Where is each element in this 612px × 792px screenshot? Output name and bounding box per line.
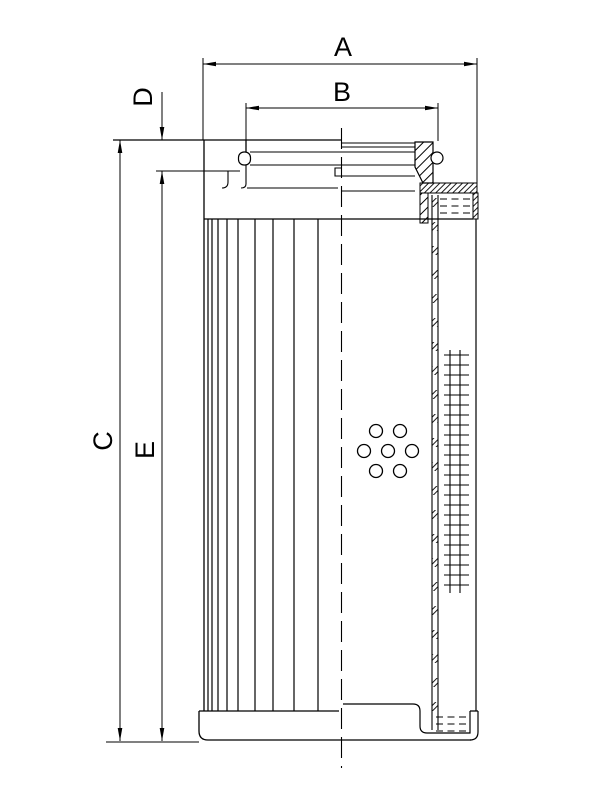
arrow-b-right — [425, 105, 438, 111]
arrow-d-down — [159, 127, 165, 140]
arrow-e-top — [159, 171, 165, 184]
arrow-e-bottom — [159, 728, 165, 741]
dim-label-e: E — [130, 441, 160, 459]
dimension-labels: A B C D E — [88, 32, 352, 459]
arrow-c-top — [117, 140, 123, 153]
dim-label-d: D — [128, 87, 158, 107]
dim-label-b: B — [333, 77, 351, 107]
hole — [380, 443, 396, 459]
cap-detail-lines — [221, 142, 415, 192]
bypass-holes — [356, 423, 420, 479]
cap-outline — [113, 139, 473, 220]
dim-label-a: A — [334, 32, 352, 62]
hole — [368, 423, 384, 439]
top-gasket-dashes — [440, 198, 471, 214]
bottom-gasket-dashes — [436, 716, 469, 732]
arrow-b-left — [246, 105, 259, 111]
hole — [404, 443, 420, 459]
hole — [392, 423, 408, 439]
hatched-ring — [414, 141, 434, 184]
arrow-a-right — [464, 61, 477, 67]
pleat-lines — [207, 219, 319, 711]
mesh-rails — [449, 350, 461, 593]
mounting-flange-section — [414, 141, 479, 224]
dimension-arrowheads — [117, 61, 477, 741]
bottom-cap-outline — [198, 710, 471, 741]
arrow-c-bottom — [117, 728, 123, 741]
hatched-flange-band — [419, 182, 478, 194]
o-ring-seals — [237, 151, 444, 166]
mesh-rungs — [444, 354, 469, 586]
support-core-tube — [431, 195, 439, 730]
hatched-inner-collar — [419, 192, 429, 224]
dim-label-c: C — [88, 431, 118, 451]
o-ring-left — [237, 151, 252, 166]
hole — [356, 443, 372, 459]
extension-lines — [106, 58, 478, 743]
bottom-cup-section — [343, 703, 479, 741]
wire-mesh — [444, 350, 469, 593]
o-ring-right — [430, 151, 444, 165]
dimension-lines — [106, 58, 478, 743]
hole — [392, 463, 408, 479]
pleated-media — [203, 219, 319, 711]
bottom-end-cap — [198, 703, 479, 741]
arrow-a-left — [203, 61, 216, 67]
hole — [368, 463, 384, 479]
top-end-cap — [113, 139, 473, 220]
hatched-outer-wall-top — [472, 192, 479, 220]
